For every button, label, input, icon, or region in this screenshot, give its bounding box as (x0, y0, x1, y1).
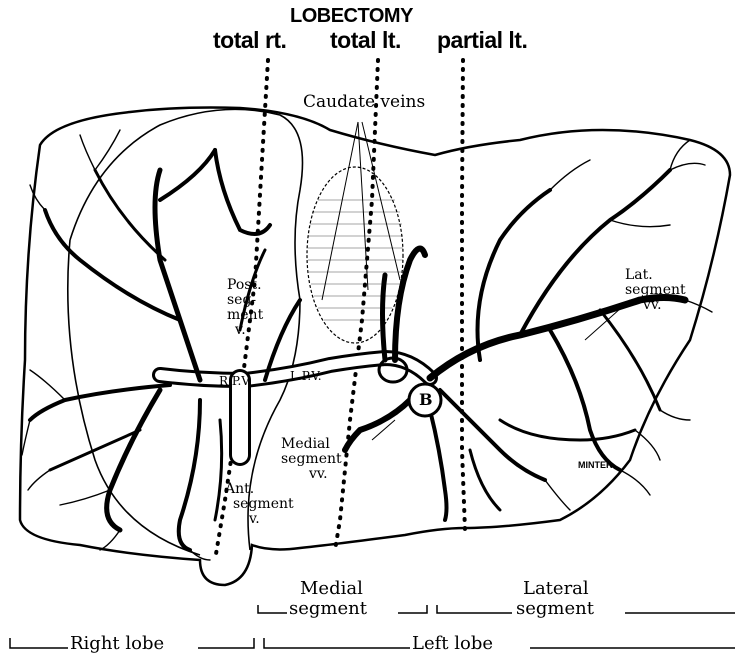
diagram-title: LOBECTOMY (290, 5, 413, 28)
partial-left-line (462, 60, 465, 530)
vessel-twigs (22, 130, 712, 560)
lat-segment-line-1: Lat. (625, 268, 686, 283)
ant-segment-label: Ant. segment v. (225, 482, 294, 527)
vessel-branches (30, 150, 670, 550)
ant-segment-line-2: segment (225, 497, 294, 512)
bottom-right-lobe: Right lobe (70, 633, 164, 654)
lpv-label: L.P.V. (290, 370, 322, 383)
bottom-lateral-word: Lateral (523, 578, 589, 599)
post-segment-label: Post. seg- ment v. (227, 278, 263, 338)
bottom-left-lobe: Left lobe (412, 633, 493, 654)
medial-vv-line-3: vv. (281, 467, 342, 482)
artist-signature: MINTER (578, 460, 613, 470)
post-segment-line-1: Post. (227, 278, 263, 293)
b-label: B (419, 392, 433, 407)
bottom-medial-segment-word: segment (289, 598, 367, 619)
ant-segment-line-1: Ant. (225, 482, 294, 497)
bottom-lateral-segment-word: segment (516, 598, 594, 619)
post-segment-line-4: v. (227, 323, 263, 338)
liver-outline (20, 108, 730, 586)
rpv-label: R.P.V. (219, 375, 252, 388)
right-lobe-inner-edge (68, 240, 200, 555)
column-label-total-right: total rt. (213, 27, 286, 54)
caudate-pointers (322, 122, 400, 300)
lat-segment-label: Lat. segment vv. (625, 268, 686, 313)
lat-segment-line-2: segment (625, 283, 686, 298)
lat-segment-line-3: vv. (625, 298, 686, 313)
medial-vv-line-1: Medial (281, 437, 342, 452)
ant-segment-line-3: v. (225, 512, 294, 527)
medial-segment-vv-label: Medial segment vv. (281, 437, 342, 482)
lat-pointer (585, 300, 630, 340)
caudate-lobe (307, 167, 403, 343)
post-segment-line-2: seg- (227, 293, 263, 308)
column-label-total-left: total lt. (330, 27, 401, 54)
post-segment-line-3: ment (227, 308, 263, 323)
column-label-partial-left: partial lt. (437, 27, 527, 54)
medial-vv-line-2: segment (281, 452, 342, 467)
caudate-hatching (308, 200, 403, 320)
caudate-veins-label: Caudate veins (303, 95, 425, 110)
bottom-medial-word: Medial (300, 578, 363, 599)
